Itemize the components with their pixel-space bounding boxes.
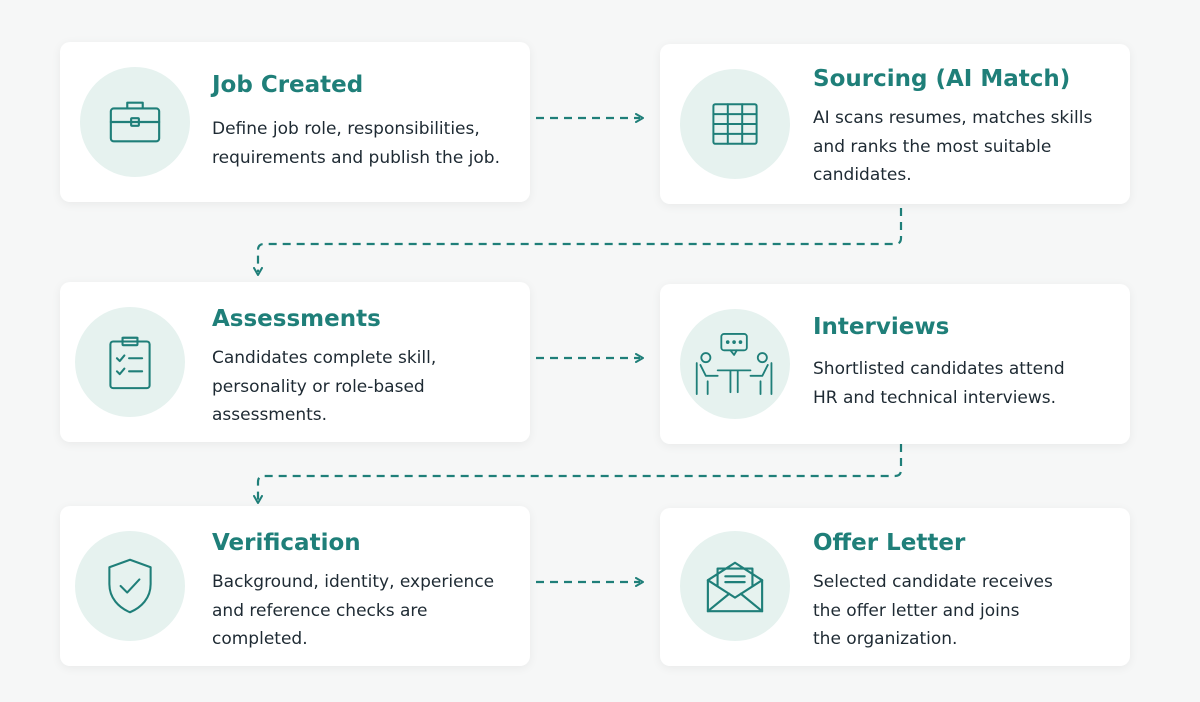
step-description: Selected candidate receives the offer le…: [813, 568, 1053, 654]
description-line: Candidates complete skill,: [212, 348, 437, 368]
icon-circle: [680, 531, 790, 641]
description-line: and ranks the most suitable: [813, 136, 1052, 157]
arrow-sourcing-to-assessments: [253, 208, 903, 276]
description-line: candidates.: [813, 165, 912, 185]
icon-circle: [680, 69, 790, 179]
shield-check-icon: [108, 558, 152, 614]
step-title: Sourcing (AI Match): [813, 66, 1071, 92]
description-line: Shortlisted candidates attend: [813, 359, 1065, 379]
icon-circle: [75, 531, 185, 641]
step-description: Define job role, responsibilities, requi…: [212, 115, 500, 172]
step-card-interviews: Interviews Shortlisted candidates attend…: [660, 284, 1130, 444]
envelope-letter-icon: [706, 561, 764, 613]
step-card-offer-letter: Offer Letter Selected candidate receives…: [660, 508, 1130, 666]
icon-circle: [75, 307, 185, 417]
table-grid-icon: [712, 103, 758, 145]
description-line: and reference checks are: [212, 600, 428, 621]
step-card-job-created: Job Created Define job role, responsibil…: [60, 42, 530, 202]
step-card-sourcing: Sourcing (AI Match) AI scans resumes, ma…: [660, 44, 1130, 204]
step-card-verification: Verification Background, identity, exper…: [60, 506, 530, 666]
description-line: the offer letter and joins: [813, 600, 1020, 621]
description-line: assessments.: [212, 405, 328, 425]
description-line: completed.: [212, 629, 308, 649]
step-description: AI scans resumes, matches skills and ran…: [813, 104, 1092, 190]
description-line: HR and technical interviews.: [813, 387, 1057, 408]
description-line: AI scans resumes, matches skills: [813, 108, 1093, 128]
icon-circle: [680, 309, 790, 419]
step-title: Interviews: [813, 314, 950, 340]
briefcase-icon: [109, 101, 161, 143]
step-title: Offer Letter: [813, 530, 966, 556]
step-description: Candidates complete skill, personality o…: [212, 344, 436, 430]
description-line: Define job role, responsibilities,: [212, 119, 480, 139]
step-card-assessments: Assessments Candidates complete skill, p…: [60, 282, 530, 442]
clipboard-checklist-icon: [109, 336, 151, 390]
arrow-interviews-to-verification: [253, 444, 903, 504]
interview-meeting-icon: [695, 333, 773, 395]
step-title: Assessments: [212, 306, 381, 332]
description-line: personality or role-based: [212, 376, 425, 397]
icon-circle: [80, 67, 190, 177]
description-line: Background, identity, experience: [212, 572, 495, 592]
step-description: Shortlisted candidates attend HR and tec…: [813, 355, 1065, 412]
step-title: Job Created: [212, 72, 364, 98]
description-line: the organization.: [813, 629, 958, 649]
description-line: requirements and publish the job.: [212, 147, 501, 168]
step-description: Background, identity, experience and ref…: [212, 568, 494, 654]
step-title: Verification: [212, 530, 361, 556]
description-line: Selected candidate receives: [813, 572, 1053, 592]
